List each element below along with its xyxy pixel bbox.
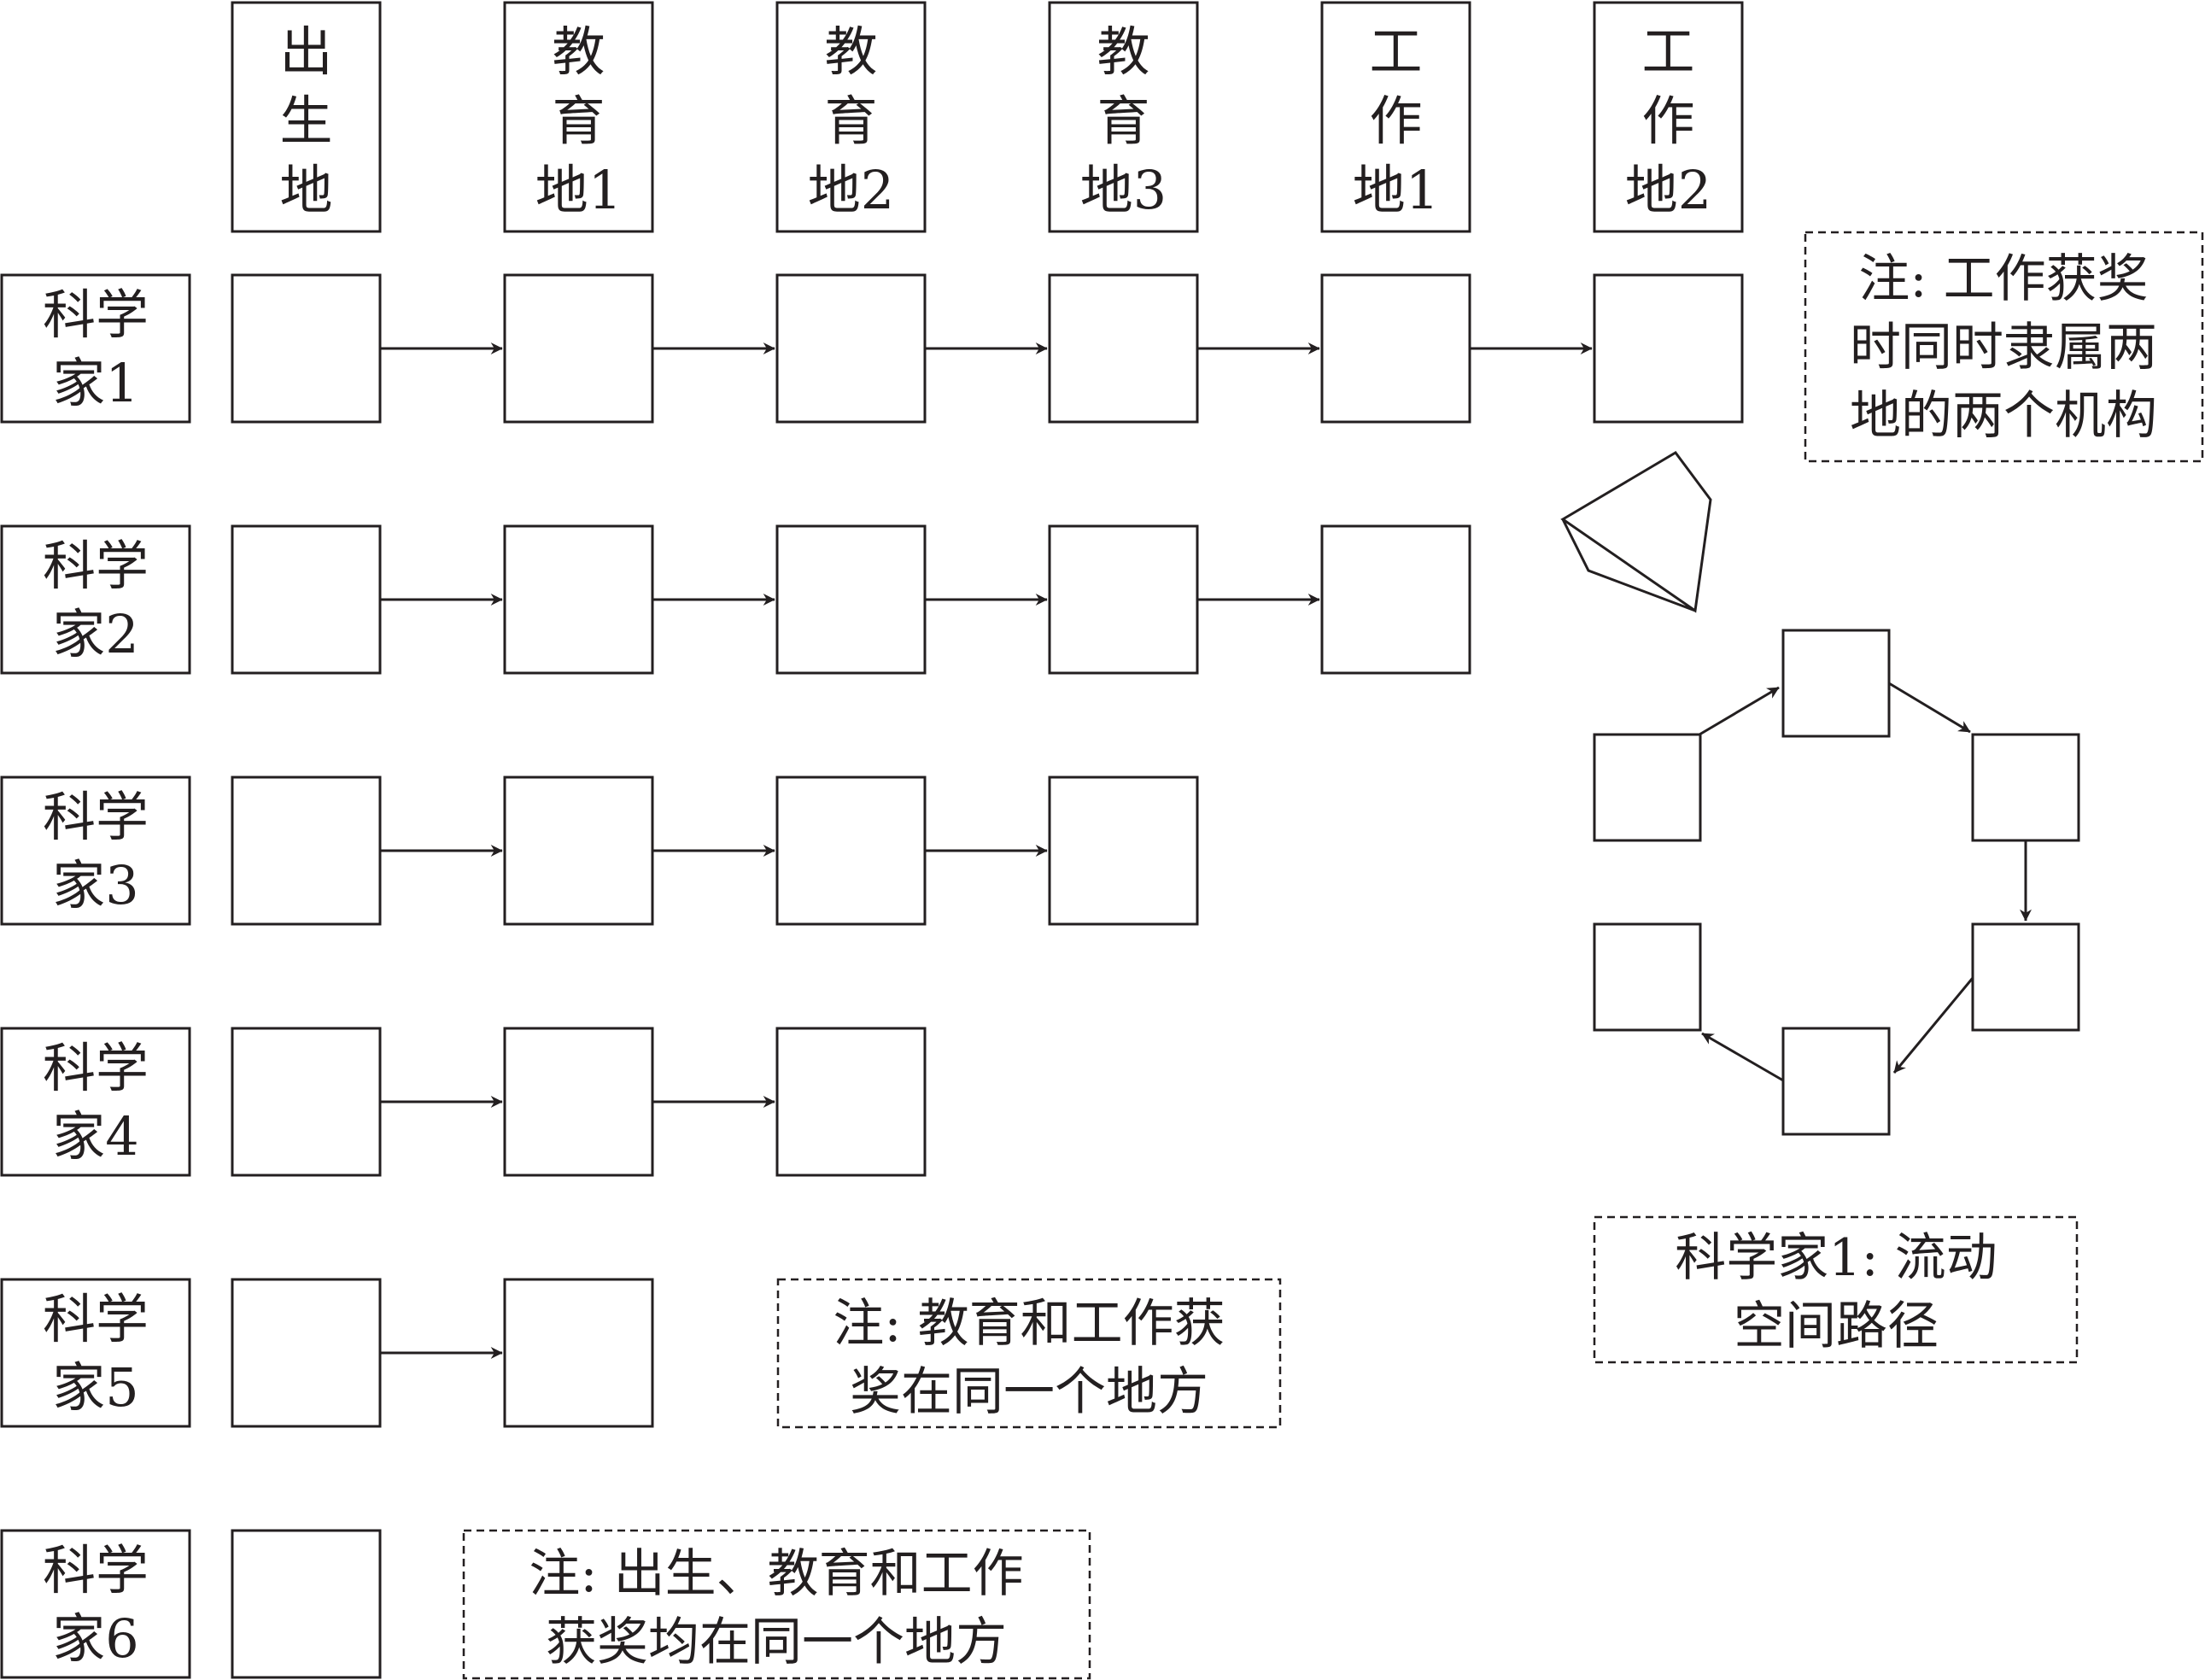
place-box-r4-c3 [775,1027,927,1177]
column-header-6-line1: 工 [1641,20,1694,83]
mobility-path-cycle [1593,629,2080,1136]
column-header-3-line1: 教 [824,20,877,83]
note-scientist5: 注: 教育和工作获 奖在同一个地方 [776,1278,1282,1429]
column-header-5-line2: 作 [1369,90,1422,152]
place-box-r3-c4 [1048,776,1199,926]
path-node-6 [1593,733,1702,842]
column-header-4-line2: 育 [1097,90,1149,152]
path-node-5 [1593,922,1702,1032]
place-box-r1-c4 [1048,273,1199,424]
path-arrow-2 [1888,682,1971,734]
column-header-3-line2: 育 [824,90,877,152]
scientist-label-4-line1: 科学 [43,1037,149,1099]
note-scientist6-line1: 注: 出生、教育和工作 [529,1544,1023,1604]
column-header-4-line3: 地3 [1080,159,1167,221]
column-header-1-line2: 生 [279,90,332,152]
path-arrow-4 [1892,977,1974,1074]
note-scientist6: 注: 出生、教育和工作 获奖均在同一个地方 [462,1529,1091,1680]
path-caption: 科学家1: 流动 空间路径 [1593,1215,2079,1364]
scientist-label-4-line2: 家4 [52,1105,138,1168]
column-header-1-line3: 地 [279,159,332,221]
place-box-r2-c5 [1320,524,1471,675]
scientist-label-1-line1: 科学 [43,284,149,346]
place-box-r1-c2 [503,273,654,424]
place-box-r4-c1 [231,1027,382,1177]
place-box-r1-c3 [775,273,927,424]
note-scientist6-line2: 获奖均在同一个地方 [546,1613,1007,1672]
place-box-r4-c2 [503,1027,654,1177]
scientist-label-6-line1: 科学 [43,1539,149,1601]
path-node-4 [1781,1027,1891,1136]
column-header-2-line3: 地1 [535,159,622,221]
place-box-r2-c2 [503,524,654,675]
place-box-r1-c5 [1320,273,1471,424]
place-box-r6-c1 [231,1529,382,1679]
column-header-6-line2: 作 [1641,90,1694,152]
place-box-r3-c1 [231,776,382,926]
path-arrow-1 [1699,686,1780,736]
place-box-r1-c6 [1593,273,1744,424]
place-box-r3-c2 [503,776,654,926]
scientist-label-6-line2: 家6 [52,1607,138,1670]
column-header-6-line3: 地2 [1625,159,1711,221]
scientist-label-1-line2: 家1 [52,352,138,414]
note-scientist1-line2: 时同时隶属两 [1850,318,2157,378]
path-caption-line2: 空间路径 [1734,1297,1939,1356]
place-box-r2-c1 [231,524,382,675]
place-box-r5-c1 [231,1278,382,1428]
column-header-5-line1: 工 [1369,20,1422,83]
scientist-row-1: 科学家1 [0,273,1744,424]
note-scientist1-line3: 地的两个机构 [1850,386,2157,446]
column-header-1-line1: 出 [279,20,332,83]
column-header-2-line2: 育 [552,90,605,152]
note-scientist5-line1: 注: 教育和工作获 [833,1294,1225,1354]
column-header-3-line3: 地2 [808,159,894,221]
chevron-down-icon [1560,451,1712,613]
place-box-r1-c1 [231,273,382,424]
path-node-3 [1971,922,2080,1032]
column-header-5-line3: 地1 [1353,159,1439,221]
path-node-1 [1781,629,1891,738]
place-box-r2-c4 [1048,524,1199,675]
path-arrow-5 [1701,1032,1784,1082]
path-caption-line1: 科学家1: 流动 [1675,1228,1997,1288]
scientist-label-3-line2: 家3 [52,854,138,916]
scientist-label-1: 科学家1 [0,273,191,424]
note-scientist1-line1: 注: 工作获奖 [1858,249,2148,309]
place-box-r3-c3 [775,776,927,926]
column-header-2-line1: 教 [552,20,605,83]
scientist-label-2-line1: 科学 [43,535,149,597]
scientist-label-3-line1: 科学 [43,786,149,848]
scientist-label-2-line2: 家2 [52,603,138,665]
path-node-2 [1971,733,2080,842]
note-scientist1: 注: 工作获奖 时同时隶属两 地的两个机构 [1804,231,2204,463]
note-scientist5-line2: 奖在同一个地方 [850,1362,1208,1422]
column-header-1: 出生地 [231,1,382,233]
column-header-4-line1: 教 [1097,20,1149,83]
place-box-r5-c2 [503,1278,654,1428]
scientist-label-5-line1: 科学 [43,1288,149,1350]
scientist-label-5-line2: 家5 [52,1356,138,1419]
place-box-r2-c3 [775,524,927,675]
